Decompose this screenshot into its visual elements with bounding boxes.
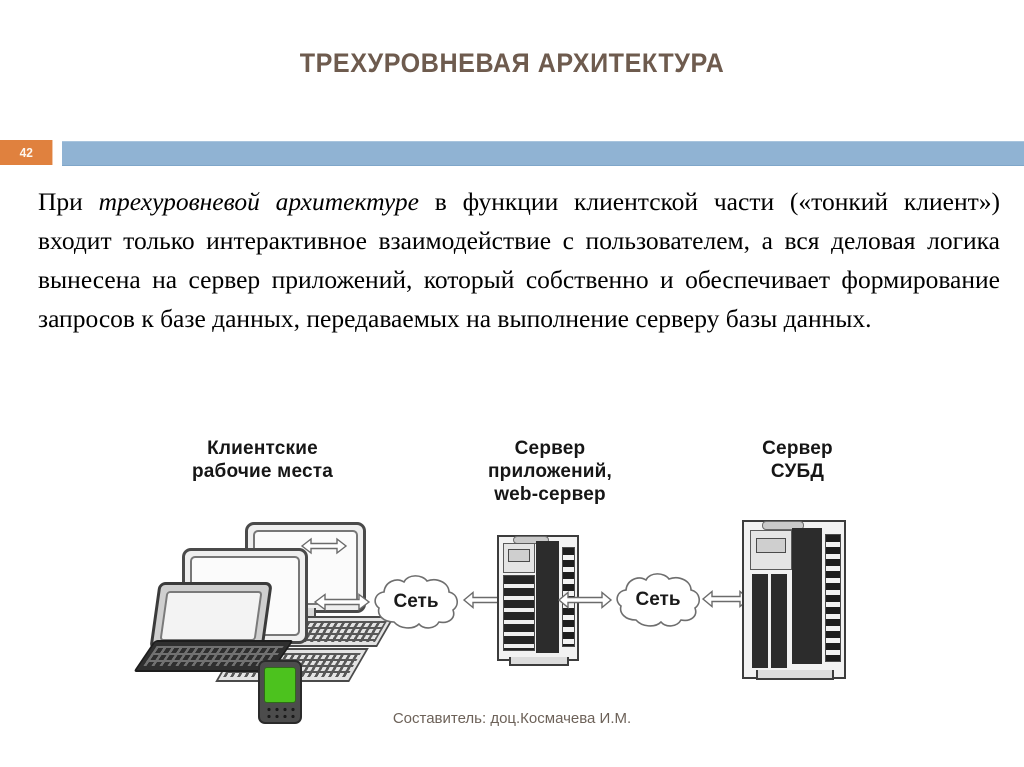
network-cloud-2-label: Сеть [635, 589, 681, 610]
slide-number-badge: 42 [0, 140, 53, 165]
laptop-icon [133, 582, 294, 672]
application-web-server-icon [497, 535, 579, 666]
body-text-emphasis: трехуровневой архитектуре [98, 187, 419, 216]
architecture-diagram: Клиентские рабочие места Сервер приложен… [0, 425, 1024, 725]
diagram-label-db-server: Сервер СУБД [762, 438, 833, 482]
page-title: ТРЕХУРОВНЕВАЯ АРХИТЕКТУРА [299, 48, 725, 78]
app-server-dark-panel [536, 541, 559, 653]
pda-buttons [265, 706, 295, 718]
diagram-label-clients: Клиентские рабочие места [191, 438, 333, 482]
diagram-label-app-server: Сервер приложений, web-сервер [487, 438, 613, 505]
connector-arrow-cluster-top [300, 535, 348, 557]
db-server-base [756, 670, 834, 680]
app-server-base [509, 657, 569, 666]
body-paragraph: При трехуровневой архитектуре в функции … [38, 182, 1000, 338]
app-server-display [508, 549, 530, 562]
connector-clients-to-network1 [313, 591, 371, 613]
db-server-display [756, 538, 786, 553]
pda-screen [264, 667, 296, 703]
network-cloud-1: Сеть [370, 572, 462, 634]
dbms-server-icon [742, 520, 846, 680]
db-server-dark-panel [792, 528, 822, 664]
pda-device-icon [258, 660, 302, 724]
author-credit: Составитель: доц.Космачева И.М. [392, 710, 632, 727]
header-band-bar [62, 141, 1024, 166]
db-server-top-vent [762, 521, 804, 530]
header-band: 42 [0, 140, 1024, 166]
body-text-part2: в функции клиентской части («тонкий клие… [38, 187, 1000, 333]
body-text-part1: При [38, 187, 99, 216]
network-cloud-1-label: Сеть [393, 591, 439, 612]
network-cloud-2: Сеть [612, 570, 704, 632]
db-server-led-strip [825, 534, 841, 662]
connector-app-server-to-network2 [557, 589, 613, 611]
db-server-dark-bay-left [752, 574, 768, 668]
laptop-screen [159, 591, 263, 641]
app-server-drive-bays [503, 575, 535, 651]
db-server-dark-bay-right [771, 574, 787, 668]
